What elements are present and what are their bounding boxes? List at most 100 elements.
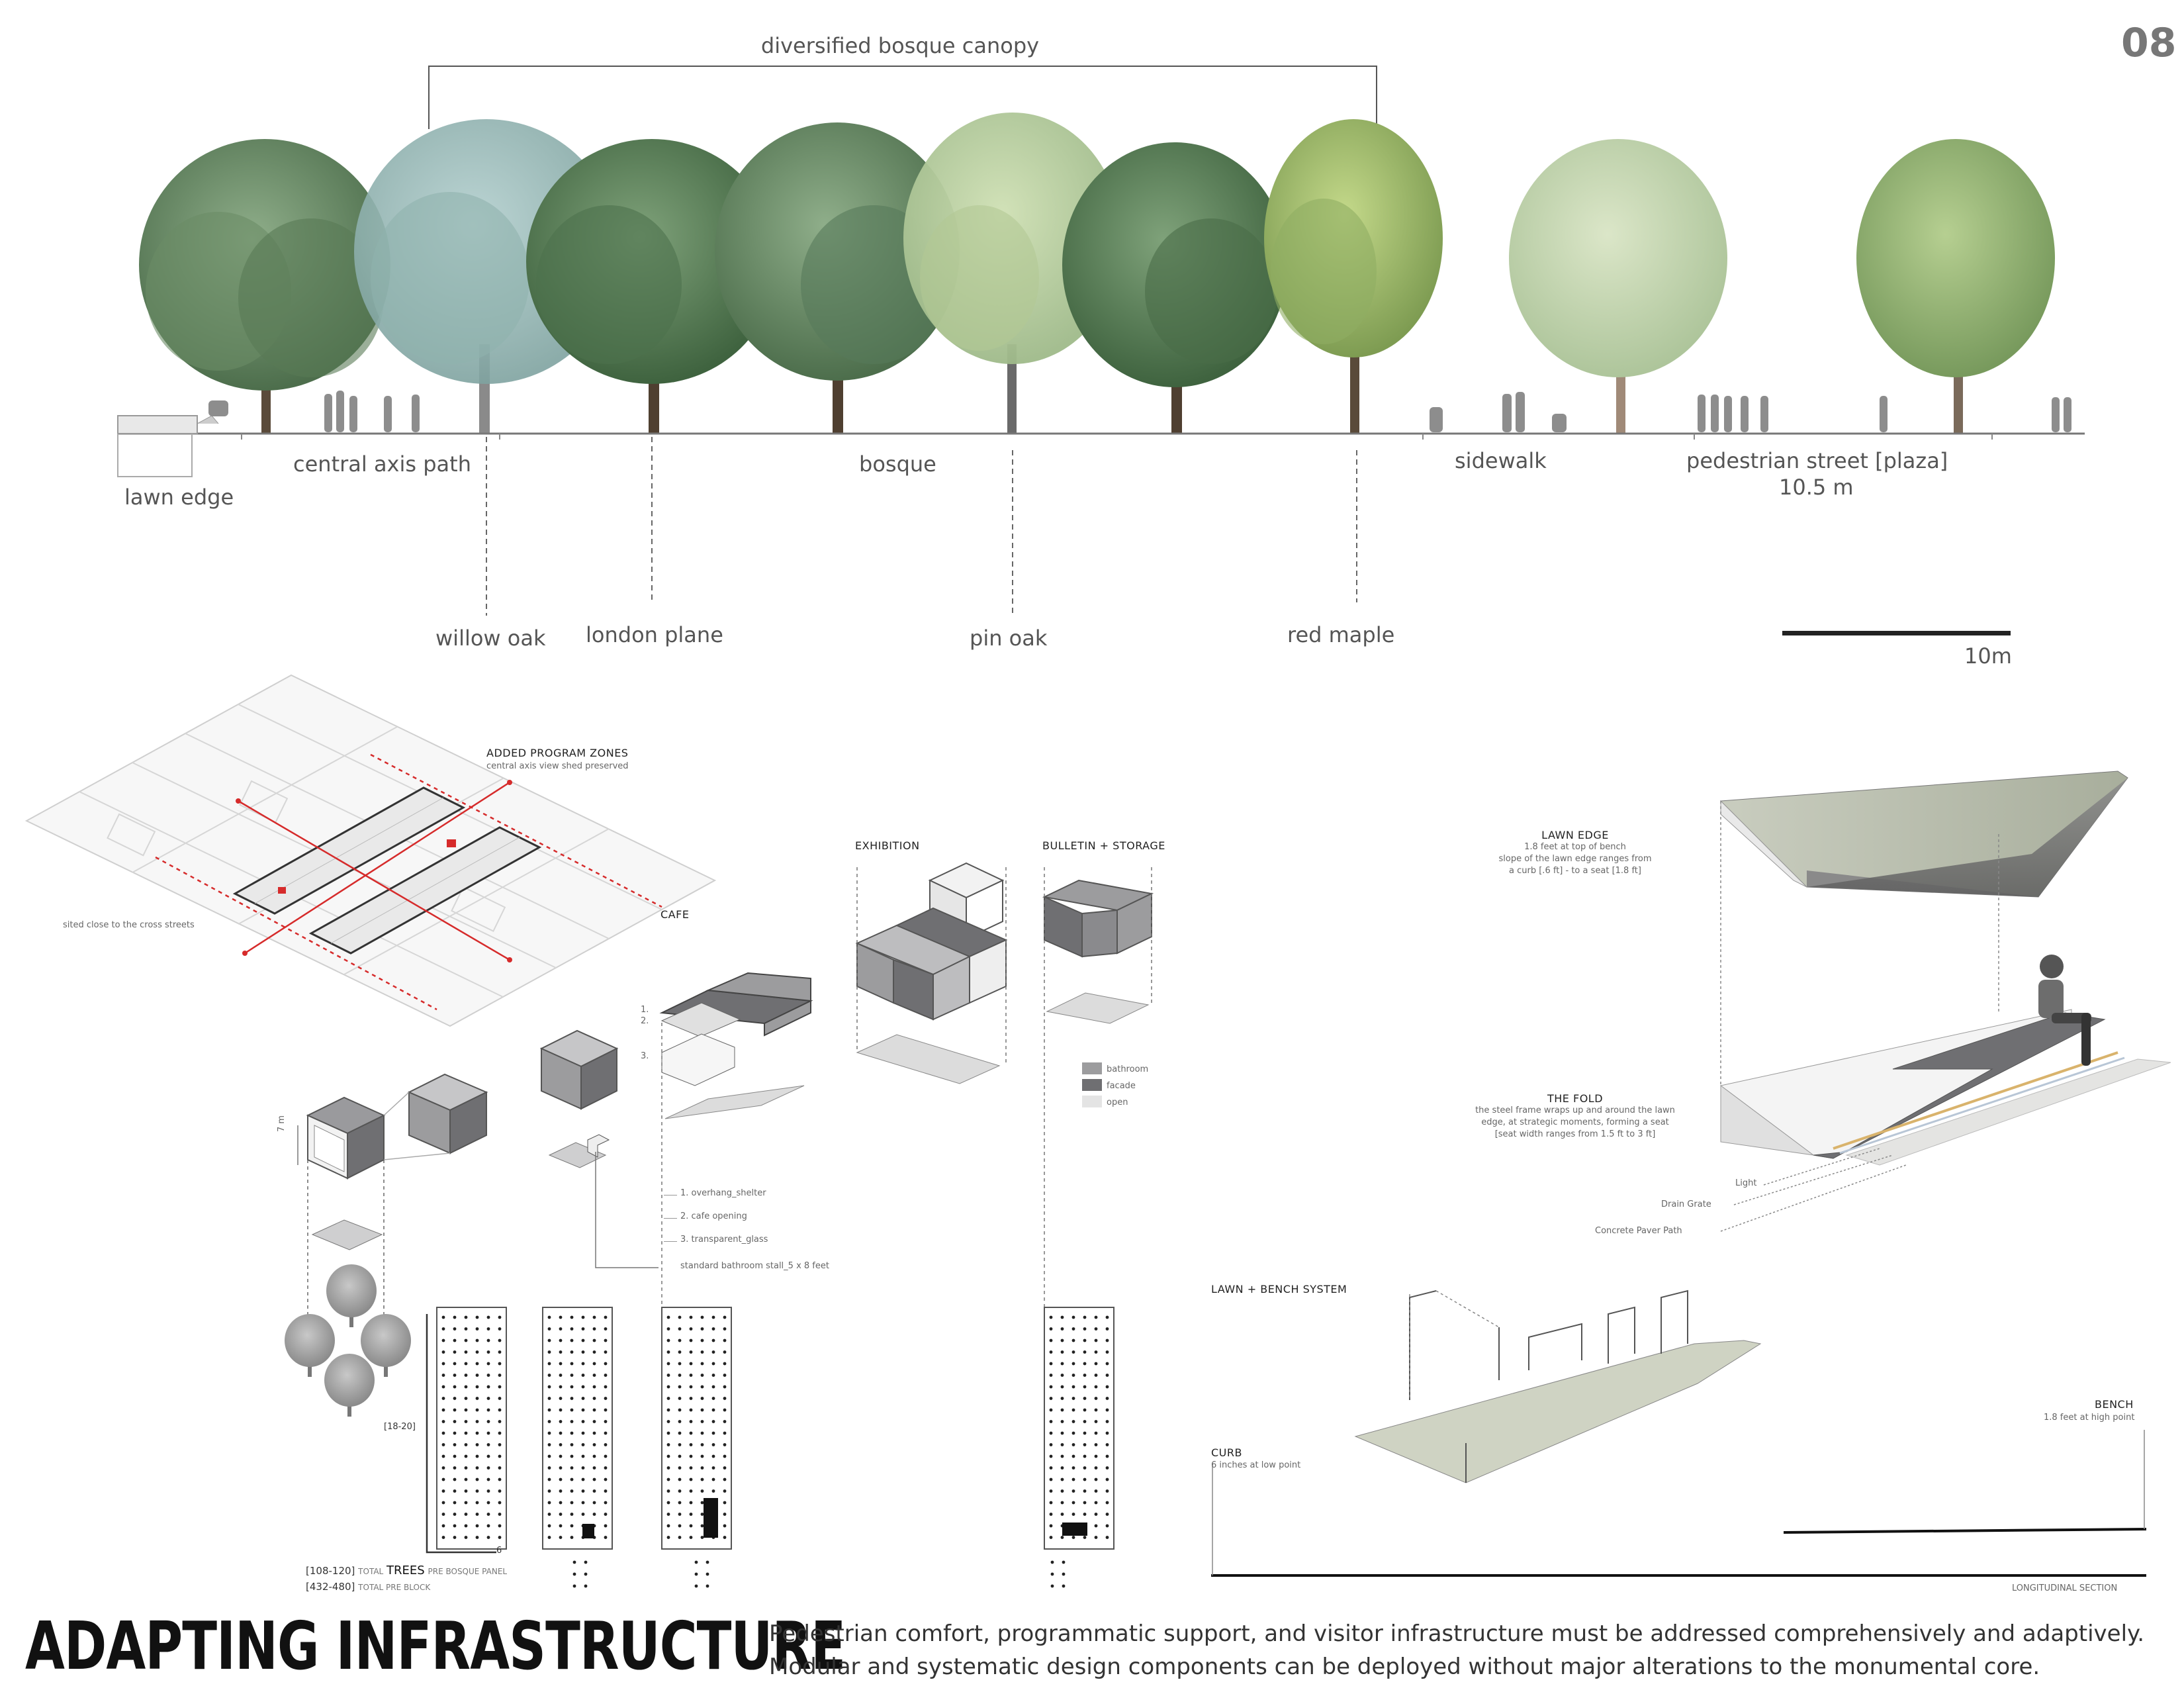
grid-dot: [604, 1408, 608, 1412]
grid-dot: [1083, 1327, 1087, 1331]
grid-dot: [441, 1420, 445, 1423]
grid-dot: [678, 1408, 682, 1412]
grid-dot: [723, 1397, 727, 1400]
grid-dot: [570, 1489, 574, 1493]
grid-dot: [1094, 1397, 1098, 1400]
grid-dot: [666, 1408, 670, 1412]
grid-dot: [581, 1350, 585, 1354]
grid-dot: [486, 1385, 490, 1389]
grid-dot: [1060, 1385, 1064, 1389]
legend-bathroom: bathroom: [1107, 1064, 1149, 1074]
grid-dot: [1083, 1536, 1087, 1539]
grid-dot: [700, 1524, 704, 1528]
species-willow-oak: willow oak: [435, 626, 546, 651]
section-trees: [139, 113, 2055, 434]
grid-dot: [666, 1443, 670, 1446]
longitudinal-section: [1211, 1430, 2147, 1577]
grid-dot: [1094, 1315, 1098, 1319]
grid-dot: [498, 1513, 502, 1516]
grid-dot: [1071, 1362, 1075, 1366]
grid-dot: [498, 1477, 502, 1481]
grid-dot: [559, 1338, 563, 1342]
grid-dot: [1105, 1466, 1109, 1470]
grid-dot: [592, 1362, 596, 1366]
grid-dot: [1049, 1454, 1053, 1458]
grid-dot: [547, 1501, 551, 1505]
grid-dot: [1049, 1350, 1053, 1354]
grid-dot: [570, 1466, 574, 1470]
grid-dot: [475, 1420, 479, 1423]
grid-dot: [441, 1338, 445, 1342]
grid-dot: [604, 1477, 608, 1481]
lawn-bench-system: [1354, 1289, 1762, 1483]
grid-dot: [723, 1315, 727, 1319]
note-cafe-opening: 2. cafe opening: [680, 1211, 747, 1221]
section-ground: [117, 415, 2085, 477]
grid-dot: [475, 1397, 479, 1400]
grid-dot: [700, 1466, 704, 1470]
grid-dot: [1049, 1374, 1053, 1377]
grid-dot: [475, 1374, 479, 1377]
canopy-bracket: [428, 66, 1377, 129]
grid-dot: [1049, 1385, 1053, 1389]
grid-dot: [570, 1524, 574, 1528]
module-trees: [285, 1264, 411, 1417]
grid-dot: [486, 1513, 490, 1516]
grid-dot: [486, 1466, 490, 1470]
lawn-edge-text-3: a curb [.6 ft] - to a seat [1.8 ft]: [1509, 866, 1641, 876]
grid-dot: [723, 1327, 727, 1331]
grid-dot: [498, 1420, 502, 1423]
grid-dot: [678, 1420, 682, 1423]
grid-dot: [453, 1431, 457, 1435]
grid-dot: [1083, 1350, 1087, 1354]
grid-fills: [582, 1498, 1087, 1538]
grid-dot: [700, 1350, 704, 1354]
grid-dot: [678, 1513, 682, 1516]
grid-dot: [453, 1362, 457, 1366]
grid-dot: [475, 1524, 479, 1528]
grid-dot: [453, 1397, 457, 1400]
grid-dot: [559, 1350, 563, 1354]
grid-dot: [464, 1466, 468, 1470]
zone-lawn-edge: lawn edge: [124, 485, 234, 510]
grid-dot: [547, 1466, 551, 1470]
grid-dot: [604, 1350, 608, 1354]
grid-dot: [1083, 1501, 1087, 1505]
grid-dot: [700, 1454, 704, 1458]
grid-dot: [604, 1489, 608, 1493]
grid-dot: [711, 1466, 715, 1470]
grid-dot: [570, 1327, 574, 1331]
grid-dot: [1094, 1513, 1098, 1516]
grid-dot: [1050, 1560, 1054, 1564]
grid-dot: [604, 1315, 608, 1319]
grid-dot: [592, 1454, 596, 1458]
grid-dot: [498, 1350, 502, 1354]
grid-dot: [581, 1362, 585, 1366]
grid-dot: [1071, 1327, 1075, 1331]
grid-dot: [1060, 1327, 1064, 1331]
grid-dot: [592, 1327, 596, 1331]
grid-dot: [666, 1431, 670, 1435]
grid-dot: [486, 1524, 490, 1528]
zone-central-axis: central axis path: [293, 451, 471, 477]
grid-dot: [1083, 1362, 1087, 1366]
grid-dot: [678, 1477, 682, 1481]
grid-dot: [559, 1315, 563, 1319]
grid-dot: [1060, 1362, 1064, 1366]
grid-dot: [498, 1489, 502, 1493]
grid-dot: [604, 1443, 608, 1446]
grid-dot: [1083, 1315, 1087, 1319]
grid-dot: [570, 1513, 574, 1516]
grid-dot: [700, 1477, 704, 1481]
grid-dot: [1094, 1385, 1098, 1389]
zone-pedestrian-street: pedestrian street [plaza]: [1686, 448, 1948, 473]
grid-dot: [453, 1420, 457, 1423]
page-description: Pedestrian comfort, programmatic support…: [769, 1620, 2145, 1680]
grid-dot: [689, 1466, 693, 1470]
grid-dot: [498, 1408, 502, 1412]
grid-dot: [441, 1315, 445, 1319]
grid-dot: [1071, 1536, 1075, 1539]
grid-dot: [1105, 1315, 1109, 1319]
label-cafe: CAFE: [660, 908, 690, 921]
grid-dot: [464, 1536, 468, 1539]
